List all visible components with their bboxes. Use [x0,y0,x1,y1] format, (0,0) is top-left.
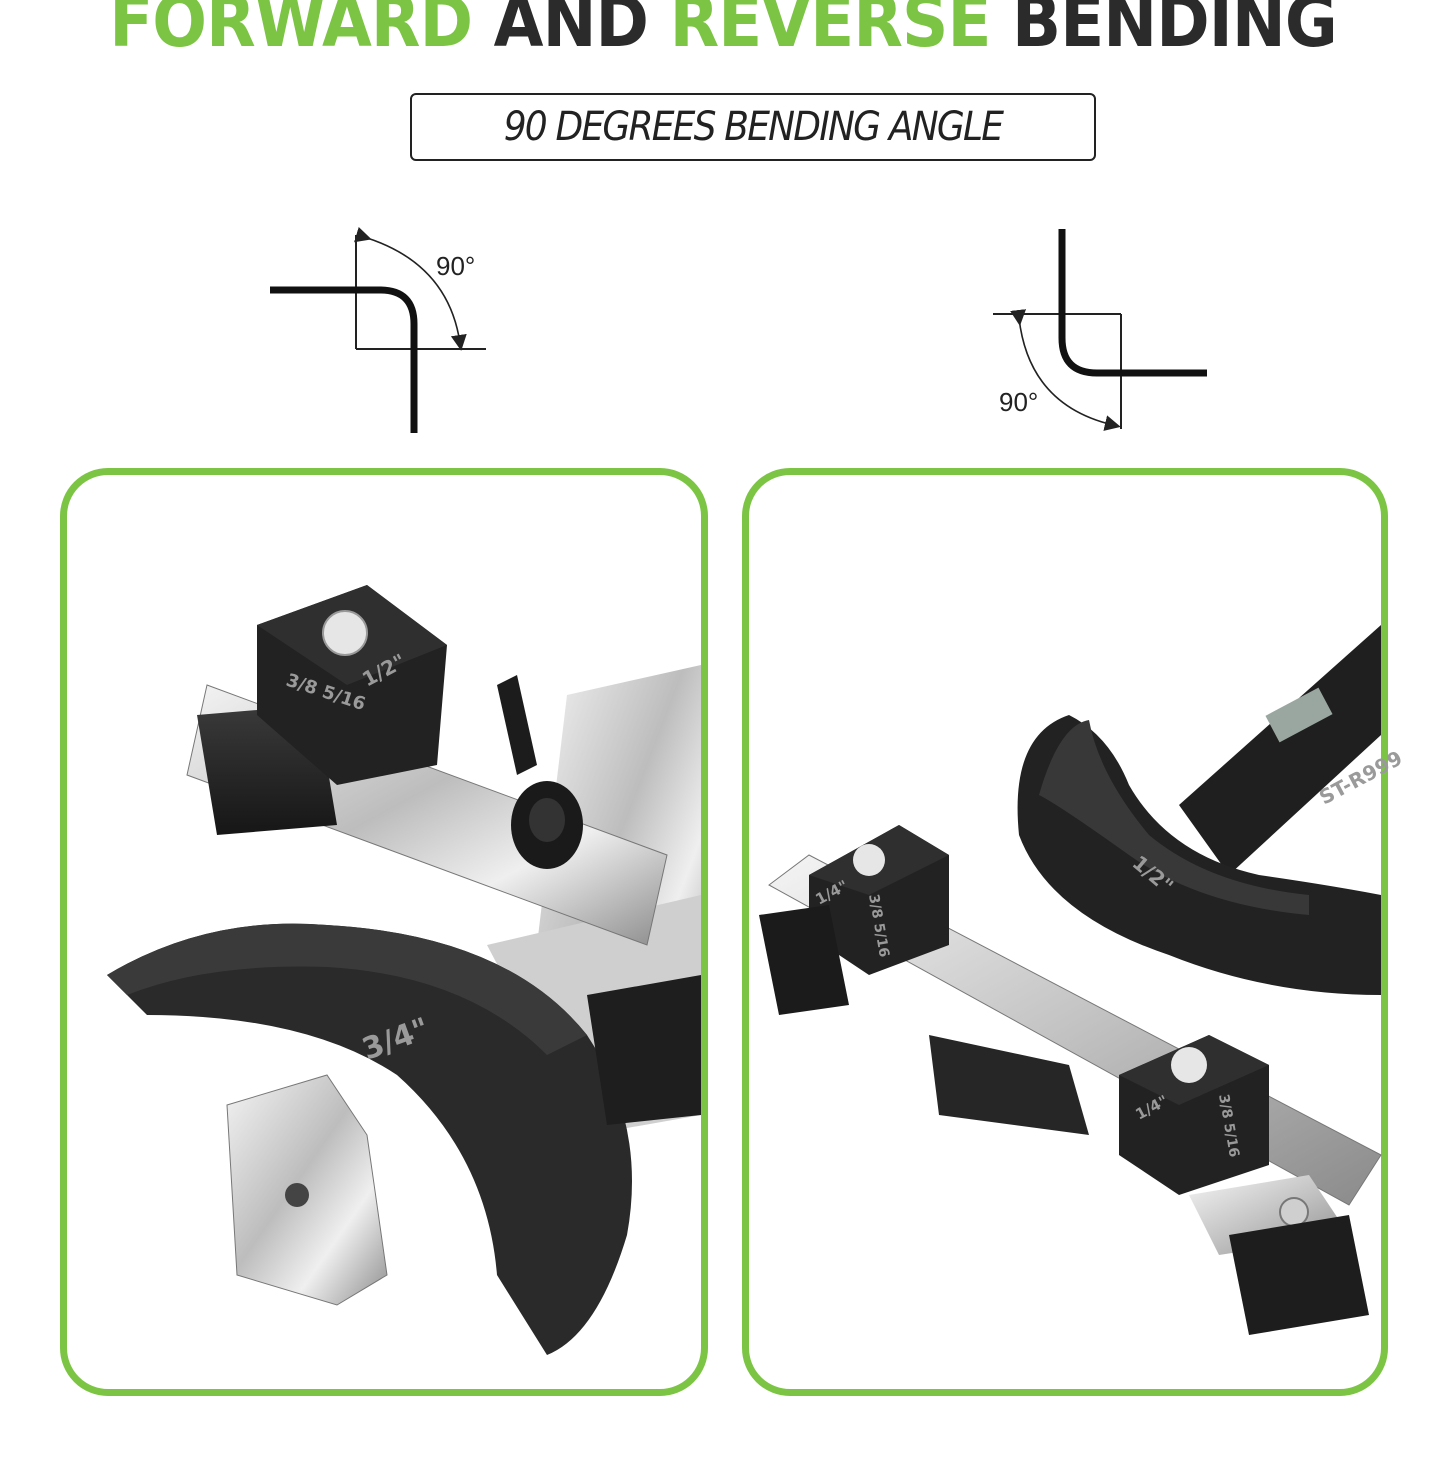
headline: FORWARD AND REVERSE BENDING [58,0,1388,62]
headline-word-reverse: REVERSE [669,0,992,63]
subtitle-text: 90 DEGREES BENDING ANGLE [503,104,1004,150]
forward-bending-photo: 3/8 5/16 1/2" 3/4" [60,468,708,1396]
forward-bend-diagram: 90° [270,226,486,433]
forward-bent-pipe [270,286,418,433]
forward-angle-label: 90° [436,251,475,281]
reverse-tool-illustration: ST-R999 1/2" 1/4" 3/8 5/16 1/4" 3/8 5/16 [759,625,1406,1335]
reverse-angle-arrow [1010,309,1121,431]
headline-word-bending: BENDING [1012,0,1338,63]
reverse-bending-photo: ST-R999 1/2" 1/4" 3/8 5/16 1/4" 3/8 5/16 [742,468,1406,1396]
headline-word-and: AND [493,0,649,63]
subtitle-box: 90 DEGREES BENDING ANGLE [410,93,1096,161]
reverse-angle-label: 90° [999,387,1038,417]
reverse-bend-diagram: 90° [993,229,1207,431]
forward-angle-arrow [353,226,467,351]
forward-tool-illustration: 3/8 5/16 1/2" 3/4" [107,585,701,1355]
headline-word-forward: FORWARD [109,0,473,63]
reverse-bent-pipe [1058,229,1207,377]
